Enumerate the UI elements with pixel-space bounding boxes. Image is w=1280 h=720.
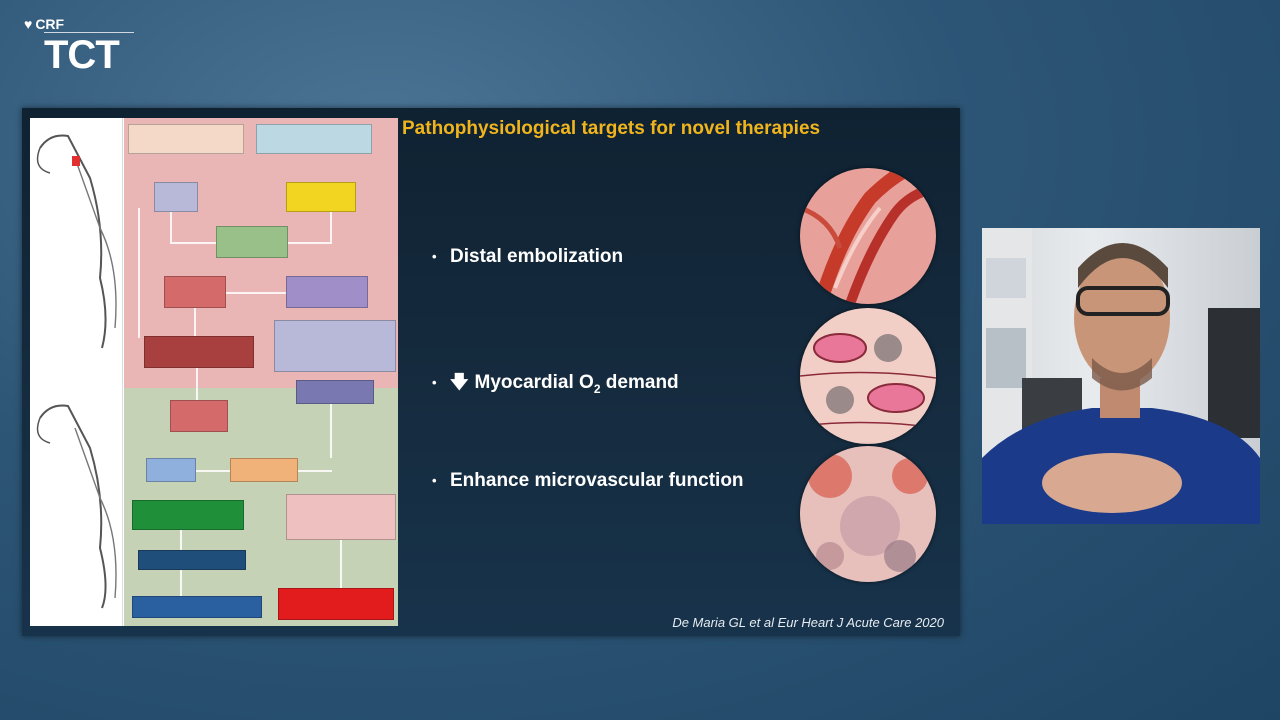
coronary-artery-illustration	[30, 118, 123, 626]
presentation-slide: Pathophysiological targets for novel the…	[22, 108, 960, 636]
slide-title: Pathophysiological targets for novel the…	[402, 118, 821, 139]
pathophysiology-diagram	[30, 118, 398, 626]
connector-line	[170, 212, 172, 242]
crf-label: ♥CRF	[24, 16, 65, 32]
flow-box	[146, 458, 196, 482]
flow-box	[286, 494, 396, 540]
flow-box	[128, 124, 244, 154]
flow-box	[170, 400, 228, 432]
bullet-dot: •	[432, 375, 437, 391]
histology-image-microvascular	[800, 446, 936, 582]
flow-box	[132, 596, 262, 618]
bullet-microvascular-function: •Enhance microvascular function	[432, 470, 744, 491]
connector-line	[138, 208, 140, 338]
connector-line	[288, 242, 332, 244]
histology-image-embolization	[800, 168, 936, 304]
bullet-myocardial-demand: •🡇Myocardial O2 demand	[432, 370, 679, 400]
flow-box	[256, 124, 372, 154]
connector-line	[298, 470, 332, 472]
arrow-down-icon: 🡇	[450, 372, 469, 392]
flow-box	[274, 320, 396, 372]
connector-line	[180, 530, 182, 550]
artery-drawing	[36, 134, 117, 609]
flow-box	[278, 588, 394, 620]
speaker-video-frame	[982, 228, 1260, 524]
flow-box	[144, 336, 254, 368]
flow-box	[164, 276, 226, 308]
connector-line	[196, 470, 230, 472]
flow-box	[230, 458, 298, 482]
flow-box	[216, 226, 288, 258]
flow-box	[286, 182, 356, 212]
flow-box	[154, 182, 198, 212]
bullet-distal-embolization: •Distal embolization	[432, 246, 624, 267]
flow-box	[138, 550, 246, 570]
flow-box	[286, 276, 368, 308]
flow-box	[132, 500, 244, 530]
connector-line	[330, 212, 332, 242]
citation: De Maria GL et al Eur Heart J Acute Care…	[672, 615, 944, 630]
connector-line	[194, 308, 196, 336]
flow-box	[296, 380, 374, 404]
crf-tct-logo: ♥CRF TCT	[24, 16, 134, 75]
connector-line	[170, 242, 216, 244]
connector-line	[330, 404, 332, 458]
bullet-dot: •	[432, 473, 437, 489]
connector-line	[180, 570, 182, 596]
bullet-dot: •	[432, 249, 437, 265]
tct-label: TCT	[44, 32, 134, 75]
connector-line	[196, 368, 198, 400]
heart-icon: ♥	[24, 16, 33, 32]
speaker-webcam-video	[982, 228, 1260, 524]
connector-line	[340, 540, 342, 588]
connector-line	[226, 292, 286, 294]
histology-image-myocardium	[800, 308, 936, 444]
